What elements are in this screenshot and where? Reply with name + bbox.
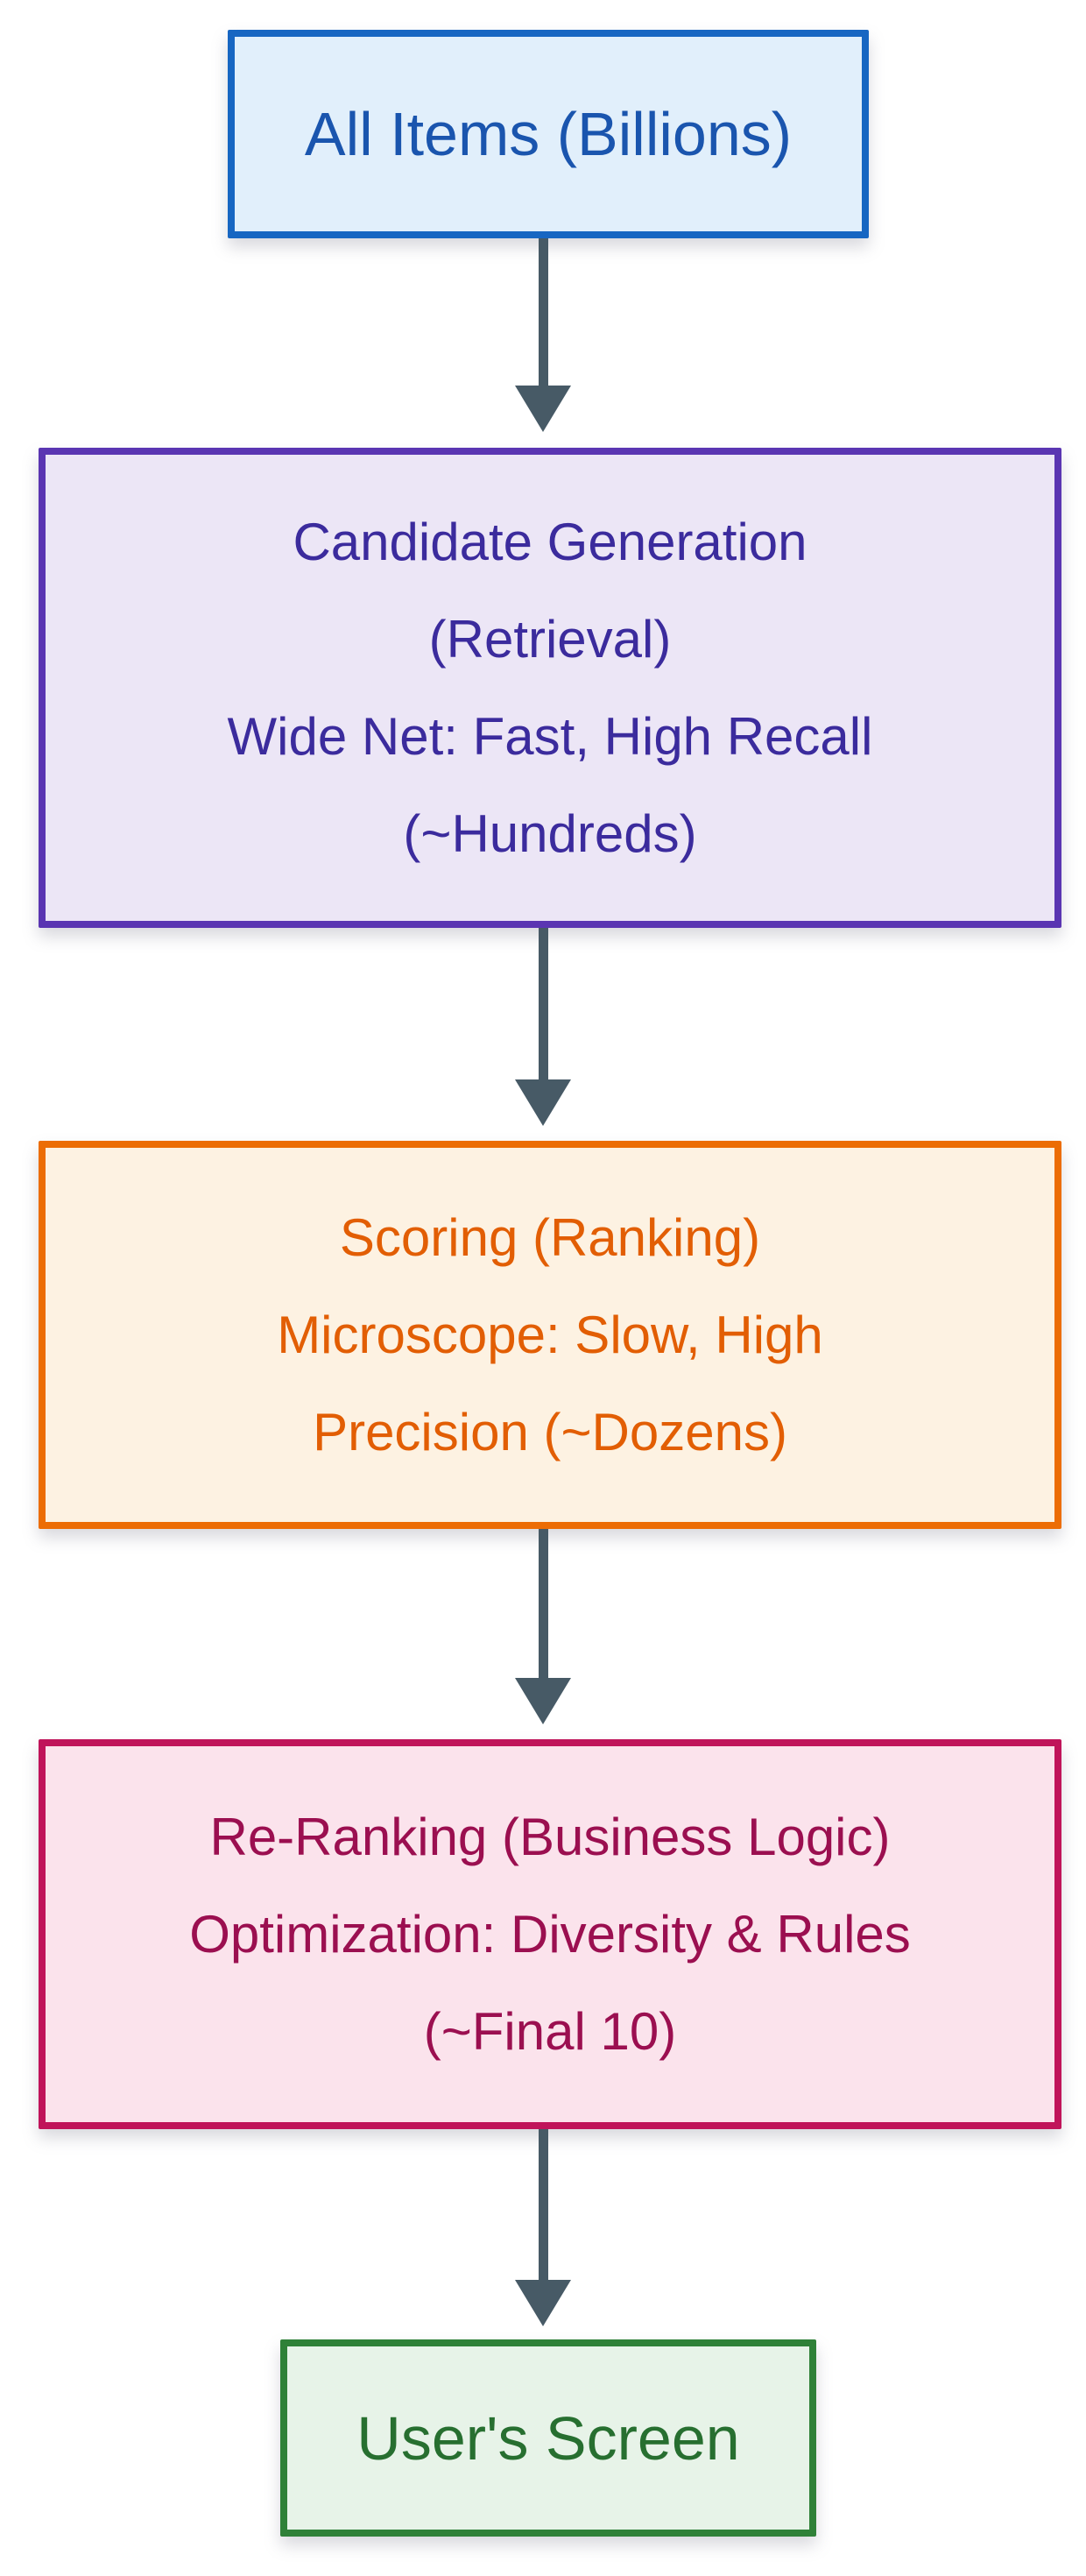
flow-arrow-4 <box>515 2129 571 2326</box>
flow-arrow-2 <box>515 928 571 1126</box>
node-label-line: Microscope: Slow, High <box>277 1306 823 1364</box>
node-label-line: Wide Net: Fast, High Recall <box>227 707 873 766</box>
node-scoring-ranking: Scoring (Ranking) Microscope: Slow, High… <box>39 1141 1061 1529</box>
flow-arrow-3 <box>515 1529 571 1724</box>
node-label-line: All Items (Billions) <box>304 100 793 168</box>
arrow-shaft <box>538 928 548 1079</box>
node-candidate-generation: Candidate Generation (Retrieval) Wide Ne… <box>39 448 1061 928</box>
node-users-screen: User's Screen <box>280 2339 816 2537</box>
node-re-ranking: Re-Ranking (Business Logic) Optimization… <box>39 1739 1061 2129</box>
flow-arrow-1 <box>515 238 571 432</box>
arrow-down-icon <box>515 2280 571 2326</box>
arrow-shaft <box>538 1529 548 1678</box>
node-label-line: User's Screen <box>356 2403 740 2473</box>
node-label-line: (~Hundreds) <box>403 804 697 863</box>
node-label-line: Re-Ranking (Business Logic) <box>209 1808 891 1866</box>
arrow-down-icon <box>515 1678 571 1724</box>
node-all-items: All Items (Billions) <box>228 30 869 238</box>
node-label-line: Optimization: Diversity & Rules <box>189 1905 911 1964</box>
arrow-down-icon <box>515 1079 571 1126</box>
node-label-line: (~Final 10) <box>423 2002 677 2061</box>
node-label-line: Candidate Generation <box>293 513 807 571</box>
node-label-line: (Retrieval) <box>428 610 672 669</box>
arrow-down-icon <box>515 386 571 432</box>
node-label-line: Scoring (Ranking) <box>339 1208 761 1267</box>
arrow-shaft <box>538 238 548 386</box>
node-label-line: Precision (~Dozens) <box>313 1403 787 1461</box>
arrow-shaft <box>538 2129 548 2280</box>
